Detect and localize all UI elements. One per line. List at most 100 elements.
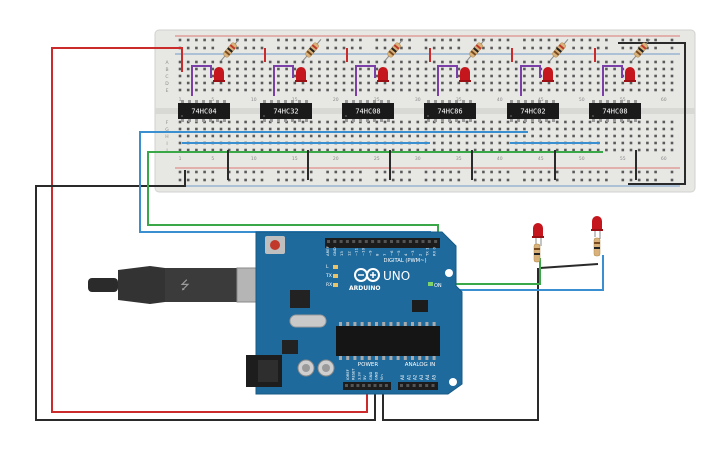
breadboard-hole[interactable]	[605, 127, 608, 131]
breadboard-hole[interactable]	[449, 74, 452, 78]
gate-output-led[interactable]	[624, 67, 636, 82]
breadboard-hole[interactable]	[531, 67, 534, 71]
breadboard-hole[interactable]	[383, 134, 387, 138]
breadboard-hole[interactable]	[416, 120, 420, 124]
breadboard-hole[interactable]	[350, 67, 354, 71]
gate-output-led[interactable]	[213, 67, 225, 82]
breadboard-hole[interactable]	[367, 148, 370, 152]
breadboard-hole[interactable]	[268, 74, 272, 78]
breadboard-hole[interactable]	[334, 127, 338, 131]
rail-hole[interactable]	[441, 178, 444, 182]
breadboard-hole[interactable]	[547, 120, 551, 124]
breadboard-hole[interactable]	[326, 60, 329, 64]
breadboard-hole[interactable]	[211, 60, 215, 64]
rail-hole[interactable]	[539, 46, 543, 50]
breadboard-hole[interactable]	[564, 81, 567, 85]
breadboard-hole[interactable]	[260, 148, 264, 152]
breadboard-hole[interactable]	[293, 60, 297, 64]
breadboard-hole[interactable]	[203, 148, 206, 152]
breadboard-hole[interactable]	[539, 127, 543, 131]
rail-hole[interactable]	[326, 38, 329, 42]
breadboard-hole[interactable]	[424, 60, 428, 64]
breadboard-hole[interactable]	[383, 88, 387, 92]
breadboard-hole[interactable]	[424, 120, 428, 124]
breadboard-hole[interactable]	[203, 60, 206, 64]
breadboard-hole[interactable]	[219, 120, 223, 124]
breadboard-hole[interactable]	[637, 67, 641, 71]
breadboard-hole[interactable]	[531, 74, 534, 78]
breadboard-hole[interactable]	[408, 81, 411, 85]
breadboard-hole[interactable]	[555, 81, 559, 85]
gate-output-led[interactable]	[459, 67, 471, 82]
breadboard-hole[interactable]	[359, 88, 362, 92]
breadboard-hole[interactable]	[490, 141, 493, 145]
rail-hole[interactable]	[449, 170, 452, 174]
rail-hole[interactable]	[178, 170, 182, 174]
breadboard-hole[interactable]	[523, 81, 526, 85]
breadboard-hole[interactable]	[629, 81, 633, 85]
breadboard-hole[interactable]	[531, 60, 534, 64]
breadboard-hole[interactable]	[195, 74, 198, 78]
rail-hole[interactable]	[236, 170, 239, 174]
rail-hole[interactable]	[482, 178, 485, 182]
breadboard-hole[interactable]	[498, 67, 502, 71]
breadboard-hole[interactable]	[342, 67, 346, 71]
breadboard-hole[interactable]	[342, 74, 346, 78]
breadboard-hole[interactable]	[186, 60, 190, 64]
rail-hole[interactable]	[408, 170, 411, 174]
purple-wire[interactable]	[520, 65, 541, 96]
breadboard-hole[interactable]	[391, 81, 395, 85]
breadboard-hole[interactable]	[227, 148, 231, 152]
breadboard-hole[interactable]	[252, 134, 256, 138]
header-pin[interactable]	[350, 384, 354, 387]
breadboard-hole[interactable]	[498, 60, 502, 64]
breadboard-hole[interactable]	[432, 67, 436, 71]
breadboard-hole[interactable]	[186, 134, 190, 138]
header-pin[interactable]	[383, 240, 387, 243]
breadboard-hole[interactable]	[605, 148, 608, 152]
rail-hole[interactable]	[555, 170, 559, 174]
rail-hole[interactable]	[236, 178, 239, 182]
breadboard-hole[interactable]	[670, 60, 674, 64]
output-led-1[interactable]	[532, 223, 544, 263]
header-pin[interactable]	[425, 384, 429, 387]
breadboard-hole[interactable]	[318, 67, 321, 71]
breadboard-hole[interactable]	[408, 74, 411, 78]
breadboard-hole[interactable]	[588, 81, 592, 85]
breadboard-hole[interactable]	[637, 148, 641, 152]
rail-hole[interactable]	[506, 38, 510, 42]
breadboard-hole[interactable]	[203, 67, 206, 71]
rail-hole[interactable]	[490, 46, 493, 50]
rail-hole[interactable]	[490, 178, 493, 182]
breadboard-hole[interactable]	[646, 141, 649, 145]
breadboard-hole[interactable]	[473, 134, 477, 138]
rail-hole[interactable]	[400, 38, 403, 42]
rail-hole[interactable]	[605, 46, 608, 50]
rail-hole[interactable]	[203, 46, 206, 50]
breadboard-hole[interactable]	[613, 67, 616, 71]
breadboard-hole[interactable]	[646, 60, 649, 64]
header-pin[interactable]	[356, 384, 360, 387]
breadboard-hole[interactable]	[449, 60, 452, 64]
breadboard-hole[interactable]	[391, 148, 395, 152]
breadboard-hole[interactable]	[654, 74, 657, 78]
breadboard-hole[interactable]	[596, 127, 600, 131]
rail-hole[interactable]	[629, 170, 633, 174]
breadboard-hole[interactable]	[547, 60, 551, 64]
gate-module[interactable]: 74HC08	[342, 37, 405, 122]
header-pin[interactable]	[431, 384, 435, 387]
breadboard-hole[interactable]	[383, 60, 387, 64]
breadboard-hole[interactable]	[424, 88, 428, 92]
rail-hole[interactable]	[555, 178, 559, 182]
rail-hole[interactable]	[572, 38, 575, 42]
rail-hole[interactable]	[400, 170, 403, 174]
breadboard-hole[interactable]	[301, 81, 305, 85]
rail-hole[interactable]	[621, 170, 625, 174]
breadboard-hole[interactable]	[293, 120, 297, 124]
breadboard-hole[interactable]	[252, 88, 256, 92]
rail-hole[interactable]	[523, 46, 526, 50]
breadboard-hole[interactable]	[457, 127, 461, 131]
breadboard-hole[interactable]	[514, 88, 518, 92]
breadboard-hole[interactable]	[268, 127, 272, 131]
breadboard-hole[interactable]	[654, 141, 657, 145]
